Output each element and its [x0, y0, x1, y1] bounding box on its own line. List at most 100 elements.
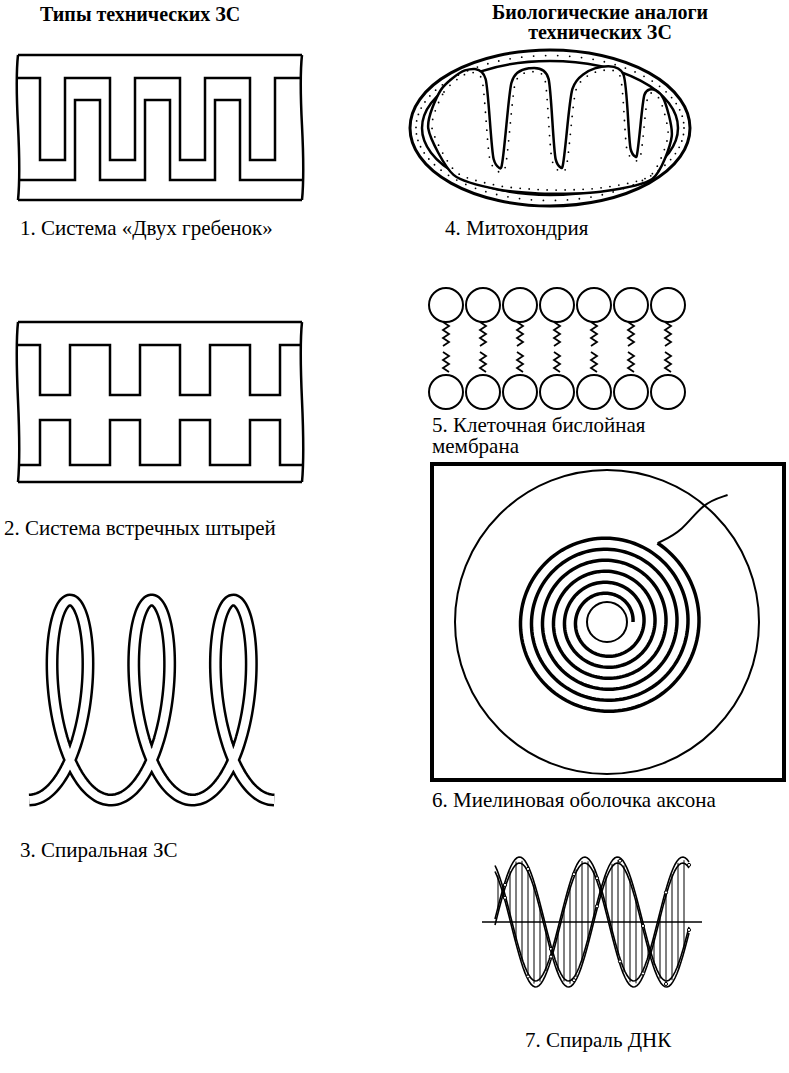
dot [443, 91, 445, 93]
dot [442, 152, 444, 154]
strand-dot [595, 905, 598, 908]
lipid-head [651, 375, 685, 409]
mitochondrion [410, 50, 690, 206]
spiral-system [29, 600, 274, 800]
strand-dot [664, 982, 667, 985]
lipid-head [503, 375, 537, 409]
dot [609, 186, 611, 188]
dot [572, 107, 574, 109]
lipid-head [540, 375, 574, 409]
base-pair [564, 907, 565, 981]
dot [456, 79, 458, 81]
base-pair [642, 922, 643, 976]
base-pair [528, 869, 529, 977]
dot [449, 84, 451, 86]
caption: 3. Спиральная ЗС [20, 840, 320, 861]
outer-membrane [410, 50, 690, 206]
label-slot: 6. Миелиновая оболочка аксона [432, 790, 782, 811]
dot [675, 103, 677, 105]
dot [485, 111, 487, 113]
base-pair [630, 879, 631, 982]
dot [498, 171, 500, 173]
sheath-tail [658, 495, 728, 543]
dot [446, 160, 448, 162]
lipid-tail [665, 322, 671, 346]
dot [485, 120, 487, 122]
dot [573, 189, 575, 191]
dot [417, 114, 419, 116]
dot [569, 142, 571, 144]
dot [678, 146, 680, 148]
dot [670, 159, 672, 161]
dot [545, 55, 547, 57]
dot [547, 117, 549, 119]
dot [484, 182, 486, 184]
dot [531, 199, 533, 201]
dot [590, 196, 592, 198]
caption: 7. Спираль ДНК [525, 1030, 775, 1051]
strand-dot [618, 960, 621, 963]
lipid-head [577, 288, 611, 322]
lipid-head [429, 288, 463, 322]
column-heading: Типы технических ЗС [40, 4, 300, 24]
dot [573, 98, 575, 100]
dot [642, 135, 644, 137]
dot [681, 140, 683, 142]
dot [664, 164, 666, 166]
dot [519, 187, 521, 189]
dot [671, 97, 673, 99]
lipid-head [466, 288, 500, 322]
dot [547, 108, 549, 110]
dot [624, 67, 626, 69]
lipid-tail [517, 352, 523, 372]
dot [643, 75, 645, 77]
lipid-tail [628, 322, 634, 346]
dot [612, 70, 614, 72]
dot [666, 140, 668, 142]
base-pair [534, 885, 535, 984]
dot [489, 156, 491, 158]
two-comb-system [17, 55, 304, 200]
dot [475, 187, 477, 189]
lipid-head [577, 375, 611, 409]
strand-dot [664, 891, 667, 894]
dot [458, 173, 460, 175]
dot [516, 78, 518, 80]
lipid-head [429, 375, 463, 409]
dot [641, 144, 643, 146]
strand-dot [641, 972, 644, 975]
label-slot: 3. Спиральная ЗС [20, 840, 320, 861]
lipid-tail [517, 322, 523, 346]
dot [509, 58, 511, 60]
break-line [17, 55, 304, 200]
dot [467, 70, 469, 72]
dot [475, 180, 477, 182]
myelin-sheath [432, 464, 784, 780]
dot [523, 72, 525, 74]
strand-dot [618, 859, 621, 862]
dot [612, 191, 614, 193]
dot [683, 127, 685, 129]
dot [619, 75, 621, 77]
lower-comb [18, 100, 302, 180]
dot [484, 102, 486, 104]
dot [634, 71, 636, 73]
caption: 5. Клеточная бислойная мембрана [432, 415, 682, 457]
dot [546, 90, 548, 92]
dot [487, 147, 489, 149]
strand-dot [503, 896, 506, 899]
dot [645, 108, 647, 110]
dot [622, 93, 624, 95]
base-pair [666, 892, 667, 984]
dot [415, 126, 417, 128]
strand-dot [526, 975, 529, 978]
dot [431, 127, 433, 129]
dot [511, 104, 513, 106]
dot [594, 71, 596, 73]
dot [568, 151, 570, 153]
bilayer-membrane [429, 288, 685, 409]
dot [569, 133, 571, 135]
dot [504, 167, 506, 169]
dot [644, 178, 646, 180]
dot [681, 115, 683, 117]
